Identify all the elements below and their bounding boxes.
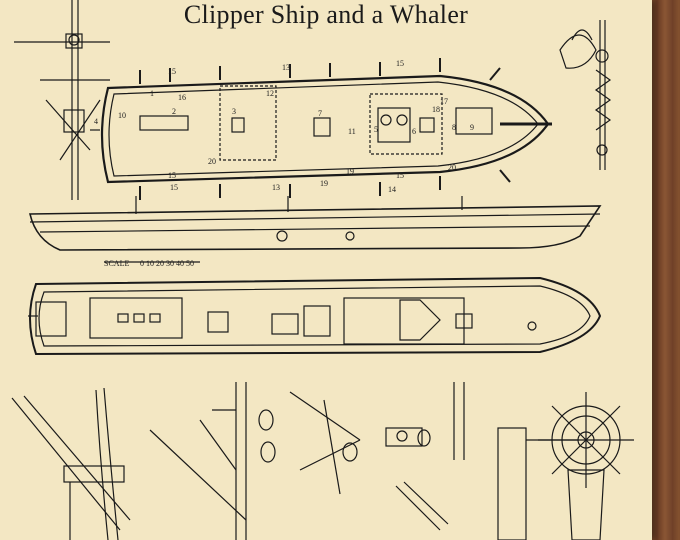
plan-labels: SCALE 0 10 20 30 40 50 15 13 15 15 1 16 … <box>94 59 474 268</box>
ship-plans-illustration <box>11 0 634 540</box>
plan-number: 7 <box>318 109 322 118</box>
plan-number: 6 <box>412 127 416 136</box>
plan-number: 15 <box>396 59 404 68</box>
deck-plan-lower <box>28 276 602 356</box>
steering-wheel-detail <box>497 392 634 540</box>
plan-number: 14 <box>388 185 396 194</box>
plan-number: 15 <box>170 183 178 192</box>
rigging-detail-top-right <box>559 20 612 170</box>
plan-number: 20 <box>208 157 216 166</box>
plan-number: 13 <box>272 183 280 192</box>
detail-spar-bottom <box>289 391 361 495</box>
detail-bottom-left <box>11 387 131 540</box>
detail-block-bottom <box>385 382 465 531</box>
scale-label: SCALE <box>104 259 129 268</box>
scale-numbers: 0 10 20 30 40 50 <box>140 259 194 268</box>
plan-number: 8 <box>452 123 456 132</box>
book-page: Clipper Ship and a Whaler <box>0 0 652 540</box>
plan-number: 9 <box>470 123 474 132</box>
plan-number: 3 <box>232 107 236 116</box>
hull-profile <box>28 196 602 263</box>
plan-number: 13 <box>282 63 290 72</box>
deck-plan-top <box>90 58 552 200</box>
plan-number: 18 <box>432 105 440 114</box>
plan-number: 15 <box>168 171 176 180</box>
plan-number: 15 <box>396 171 404 180</box>
plan-number: 19 <box>320 179 328 188</box>
page-title: Clipper Ship and a Whaler <box>183 0 469 29</box>
plan-number: 17 <box>440 97 448 106</box>
detail-mast-bottom <box>149 382 276 540</box>
plan-number: 19 <box>346 167 354 176</box>
plan-number: 10 <box>118 111 126 120</box>
mast-detail-top-left <box>14 0 110 200</box>
plan-number: 20 <box>448 163 456 172</box>
plan-number: 4 <box>94 117 98 126</box>
plan-number: 2 <box>172 107 176 116</box>
plan-number: 1 <box>150 89 154 98</box>
plan-number: 11 <box>348 127 356 136</box>
plan-number: 5 <box>374 125 378 134</box>
plan-number: 16 <box>178 93 186 102</box>
plan-number: 15 <box>168 67 176 76</box>
plan-number: 12 <box>266 89 274 98</box>
